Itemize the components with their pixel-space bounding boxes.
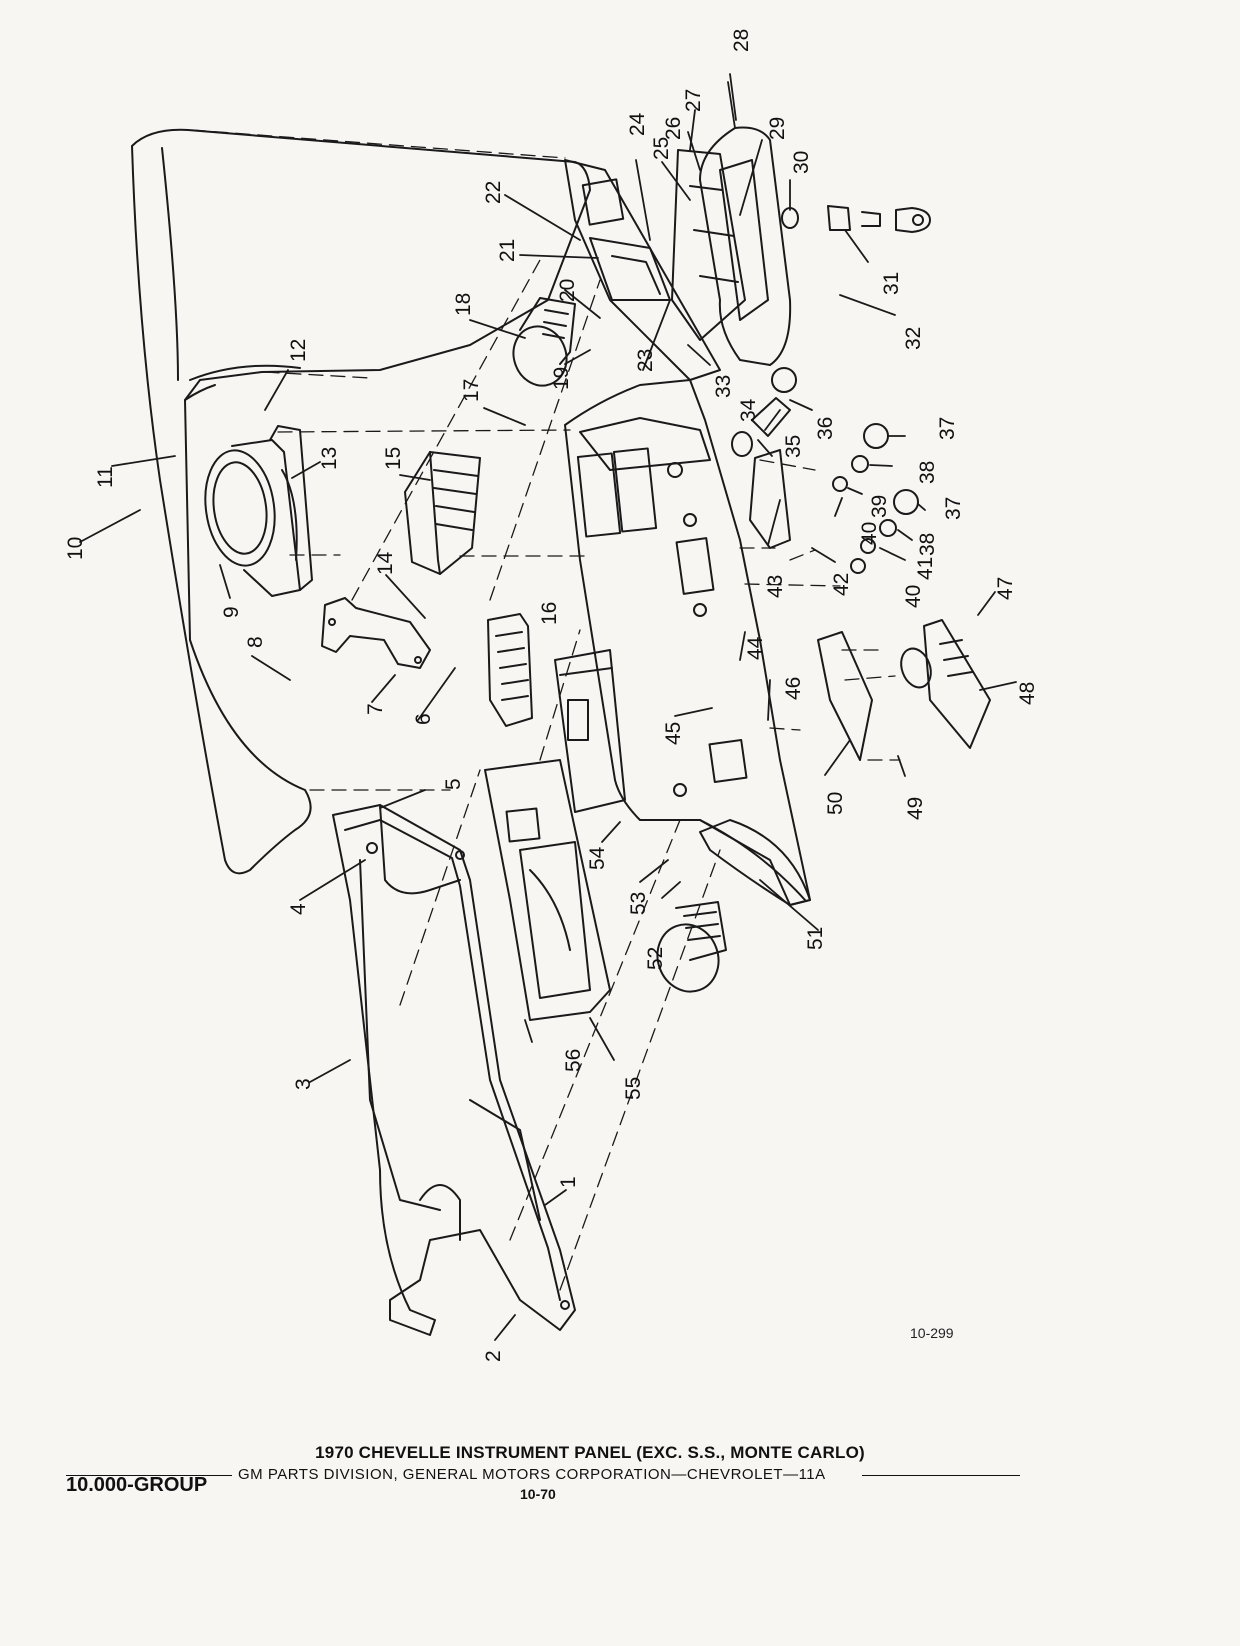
footer-rule-right (862, 1475, 1020, 1476)
callout-label: 37 (936, 417, 959, 440)
callout-label: 5 (442, 778, 465, 790)
callout-label: 41 (914, 557, 937, 580)
callout-label: 20 (556, 279, 579, 302)
callout-label: 45 (662, 722, 685, 745)
figure-code: 10-299 (910, 1325, 954, 1341)
vent-18 (512, 297, 576, 387)
callout-label: 48 (1016, 682, 1039, 705)
callout-label: 32 (902, 327, 925, 350)
callout-label: 16 (538, 602, 561, 625)
callout-label: 4 (287, 903, 310, 915)
callout-label: 37 (942, 497, 965, 520)
callout-label: 17 (460, 379, 483, 402)
dashed-guides (191, 129, 901, 1291)
callout-label: 1 (557, 1176, 580, 1188)
callout-label: 14 (374, 551, 397, 575)
callout-label: 22 (482, 181, 505, 204)
callout-label: 49 (904, 797, 927, 820)
callout-label: 34 (737, 398, 760, 422)
callout-label: 6 (412, 713, 435, 725)
callout-label: 28 (730, 29, 753, 52)
glove-box-54 (554, 649, 626, 813)
callout-label: 8 (244, 636, 267, 648)
callout-label: 51 (804, 927, 827, 950)
lower-right-pieces (749, 449, 991, 761)
callout-label: 35 (782, 435, 805, 458)
callout-labels: 1 2 3 4 5 6 7 8 9 10 11 12 13 14 15 16 1… (64, 29, 1039, 1362)
publisher-line: GM PARTS DIVISION, GENERAL MOTORS CORPOR… (238, 1466, 826, 1483)
bracket-7 (321, 597, 431, 669)
callout-label: 38 (916, 461, 939, 484)
callout-label: 46 (782, 677, 805, 700)
callout-label: 43 (764, 575, 787, 598)
callout-label: 12 (287, 339, 310, 362)
callout-label: 25 (650, 137, 673, 160)
callout-label: 42 (830, 573, 853, 596)
knobs (731, 367, 919, 574)
instrument-cluster-55 (484, 759, 611, 1021)
callout-label: 36 (814, 417, 837, 440)
callout-label: 26 (662, 117, 685, 140)
callout-label: 29 (766, 117, 789, 140)
callout-label: 21 (496, 239, 519, 262)
leader-lines (79, 73, 1017, 1341)
callout-label: 56 (562, 1049, 585, 1072)
callout-label: 52 (644, 947, 667, 970)
figure-caption: 1970 CHEVELLE INSTRUMENT PANEL (EXC. S.S… (315, 1443, 865, 1462)
callout-label: 50 (824, 792, 847, 815)
callout-label: 30 (790, 151, 813, 174)
callout-label: 39 (868, 495, 891, 518)
dashboard-pad (131, 128, 591, 875)
speaker-grille (204, 425, 313, 597)
page-number: 10-70 (520, 1486, 556, 1502)
callout-label: 54 (586, 846, 609, 870)
bezel-28 (671, 126, 792, 366)
vent-15 (404, 451, 481, 575)
callout-label: 13 (318, 447, 341, 470)
callout-label: 9 (220, 606, 243, 618)
lower-vent-51 (656, 819, 811, 993)
callout-label: 44 (744, 636, 767, 660)
callout-label: 27 (682, 89, 705, 112)
callout-label: 53 (627, 892, 650, 915)
callout-label: 18 (452, 293, 475, 316)
callout-label: 11 (94, 466, 117, 488)
callout-label: 7 (364, 703, 387, 715)
callout-label: 38 (916, 533, 939, 556)
callout-label: 15 (382, 447, 405, 470)
support-frame-3 (332, 804, 576, 1336)
callout-label: 3 (292, 1078, 315, 1090)
callout-label: 2 (482, 1350, 505, 1362)
footer-rule-left (66, 1475, 232, 1476)
group-label: 10.000-GROUP (66, 1474, 208, 1496)
callout-label: 33 (712, 375, 735, 398)
callout-label: 31 (880, 272, 903, 295)
callout-label: 19 (550, 367, 573, 390)
callout-label: 10 (64, 537, 87, 560)
callout-label: 23 (634, 349, 657, 372)
callout-label: 40 (858, 522, 881, 545)
lock-and-key (781, 205, 931, 233)
callout-label: 40 (902, 585, 925, 608)
callout-label: 55 (622, 1077, 645, 1100)
callout-label: 24 (626, 112, 649, 136)
instrument-panel-carrier (564, 379, 811, 906)
callout-label: 47 (994, 577, 1017, 600)
vent-16 (487, 613, 533, 727)
